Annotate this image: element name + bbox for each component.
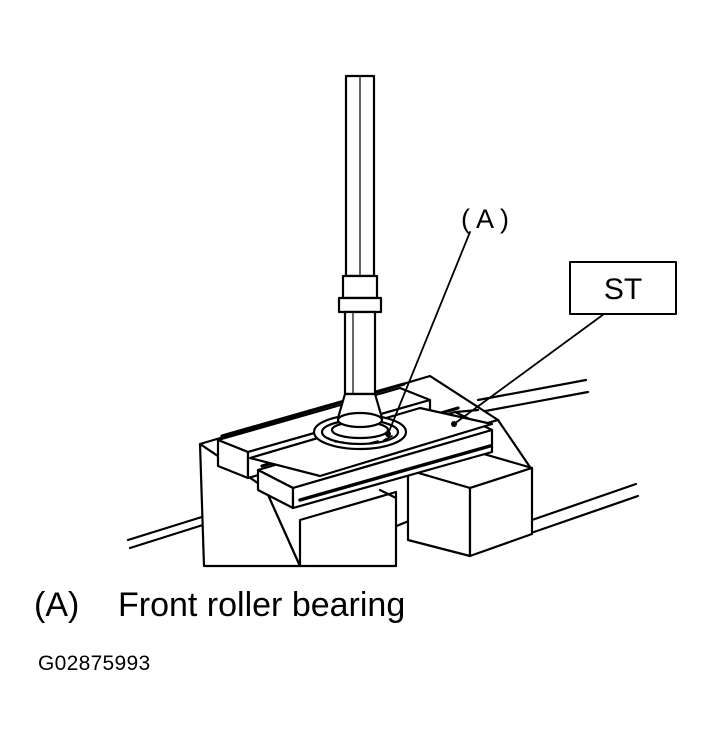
callout-a-label: ( A ) bbox=[461, 204, 509, 234]
press-diagram: ( A ) ST bbox=[126, 74, 677, 568]
rail-lines bbox=[126, 378, 640, 550]
callout-st-label: ST bbox=[604, 273, 642, 306]
legend-item-a: (A) Front roller bearing bbox=[34, 586, 405, 625]
figure-id: G02875993 bbox=[38, 652, 151, 675]
press-shaft bbox=[336, 74, 384, 429]
legend-key: (A) bbox=[34, 586, 80, 624]
st-callout-box bbox=[569, 261, 677, 315]
legend-text: Front roller bearing bbox=[118, 586, 406, 624]
leader-lines bbox=[387, 231, 605, 435]
